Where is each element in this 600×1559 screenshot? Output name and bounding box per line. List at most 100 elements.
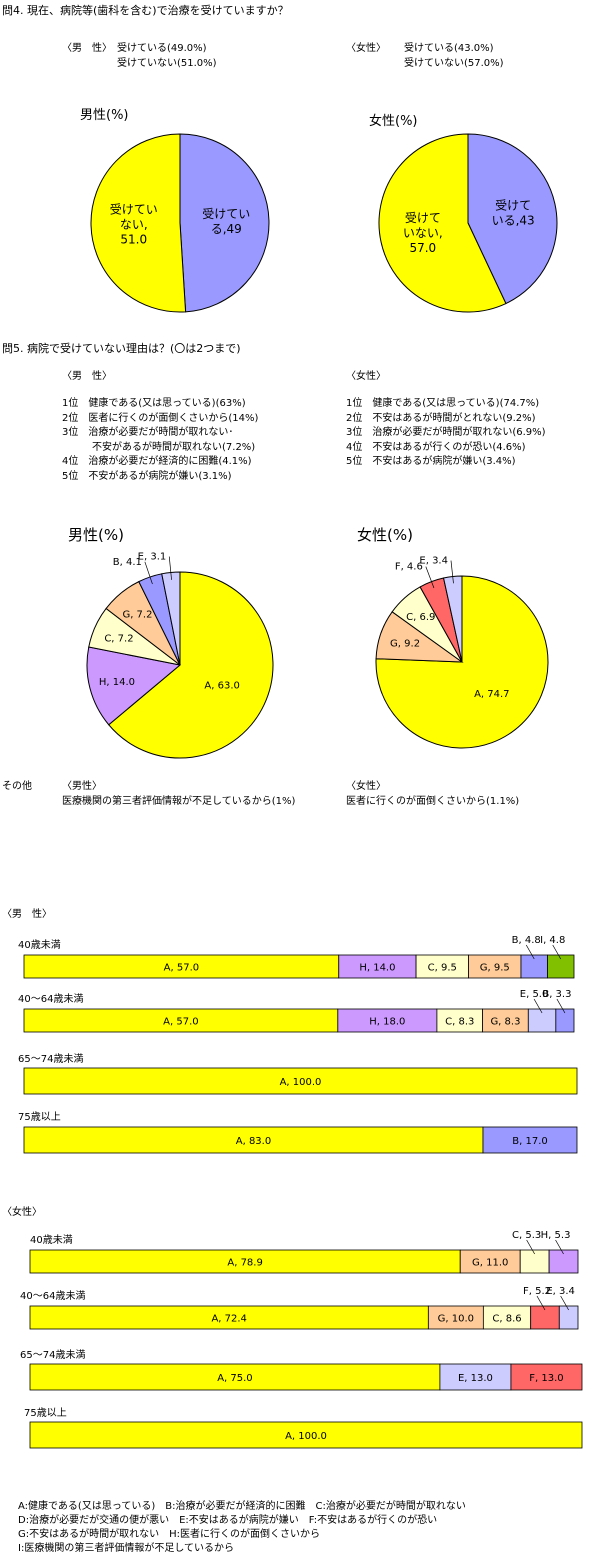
pie-slice-0 <box>179 133 270 313</box>
bar-label-G: G, 8.3 <box>490 1017 520 1028</box>
bar-row-label: 40歳未満 <box>30 1234 73 1246</box>
leader-line <box>533 998 543 1014</box>
q4-male-line: 受けていない(51.0%) <box>117 58 217 69</box>
bar-label-A: A, 83.0 <box>236 1136 271 1147</box>
pie-slice-1 <box>90 133 187 313</box>
list-item: 4位 不安はあるが行くのが恐い(4.6%) <box>346 441 526 453</box>
leader-line <box>450 560 454 584</box>
list-item: 5位 不安はあるが病院が嫌い(3.4%) <box>346 456 516 467</box>
pie-slice-H <box>86 646 182 726</box>
list-item: 2位 医者に行くのが面倒くさいから(14%) <box>62 412 259 424</box>
bar-row-label: 40歳未満 <box>18 939 61 951</box>
leader-line <box>560 1295 569 1311</box>
slice-label: 受けている,43 <box>492 198 535 227</box>
leader-line <box>536 1295 546 1311</box>
q4-female-line: 受けている(43.0%) <box>404 43 494 54</box>
pie3-title: 男性(%) <box>68 526 124 544</box>
section-male: 〈男 性〉 <box>2 909 52 920</box>
pie-slice-A <box>108 571 274 759</box>
bar-row-label: 65～74歳未満 <box>18 1053 83 1065</box>
slice-label-E: E, 3.1 <box>138 552 167 563</box>
slice-label-G: G, 9.2 <box>390 638 420 649</box>
other-male-text: 医療機関の第三者評価情報が不足しているから(1%) <box>62 796 296 807</box>
bar-segment-A <box>29 1421 583 1449</box>
bar-label-A: A, 57.0 <box>164 963 199 974</box>
slice-label-H: H, 14.0 <box>99 677 135 688</box>
bar-label-E: E, 5.0 <box>520 989 549 1000</box>
bar-label-G: G, 9.5 <box>480 963 510 974</box>
list-item: 不安があるが時間が取れない(7.2%) <box>62 441 256 453</box>
bar-label-H: H, 5.3 <box>541 1230 571 1241</box>
list-item: 3位 治療が必要だが時間が取れない･ <box>62 427 234 438</box>
slice-label: 受けている,49 <box>202 207 250 236</box>
pie2-title: 女性(%) <box>369 114 418 129</box>
slice-label-B: B, 4.1 <box>113 557 142 568</box>
leader-line <box>525 944 535 960</box>
q5-male-list: 1位 健康である(又は思っている)(63%) 2位 医者に行くのが面倒くさいから… <box>62 397 258 484</box>
bar-segment-F <box>510 1363 583 1391</box>
leader-line <box>526 1239 535 1255</box>
bar-label-B: B, 3.3 <box>542 989 571 1000</box>
bar-label-E: E, 3.4 <box>546 1286 575 1297</box>
bar-segment-A <box>23 1067 578 1095</box>
leader-line <box>425 566 435 589</box>
list-item: 2位 不安はあるが時間がとれない(9.2%) <box>346 412 536 424</box>
section-female: 〈女性〉 <box>2 1207 42 1218</box>
bar-label-F: F, 5.2 <box>523 1286 551 1297</box>
other-label: その他 <box>2 781 32 792</box>
pie-chart-female-q4: 受けている,43 受けていない,57.0 <box>378 133 558 313</box>
bar-segment-I <box>547 954 575 979</box>
q5-male-tag: 〈男 性〉 <box>62 371 112 382</box>
bar-row-label: 40～64歳未満 <box>18 993 83 1005</box>
bar-segment-B <box>482 1126 578 1154</box>
list-item: 5位 不安があるが病院が嫌い(3.1%) <box>62 470 232 482</box>
bar-label-A: A, 72.4 <box>211 1314 246 1325</box>
pie1-title: 男性(%) <box>80 108 129 123</box>
bar-row-label: 75歳以上 <box>18 1111 61 1123</box>
legend-line: D:治療が必要だが交通の便が悪い E:不安はあるが病院が嫌い F:不安はあるが行… <box>18 1515 438 1526</box>
pie-chart-female-q5: A, 74.7G, 9.2C, 6.9F, 4.6E, 3.4 <box>375 556 549 749</box>
bar-row-label: 65～74歳未満 <box>20 1349 85 1361</box>
slice-label-C: C, 7.2 <box>104 633 133 644</box>
legend-line: G:不安はあるが時間が取れない H:医者に行くのが面倒くさいから <box>18 1529 321 1540</box>
q4-male-line: 受けている(49.0%) <box>117 43 207 54</box>
slice-label-A: A, 63.0 <box>204 681 239 692</box>
bar-label-C: C, 9.5 <box>428 963 457 974</box>
leader-line <box>556 998 566 1014</box>
list-item: 1位 健康である(又は思っている)(74.7%) <box>346 398 540 409</box>
q5-title: 問5. 病院で受けていない理由は？(〇は2つまで) <box>2 342 241 355</box>
q5-female-tag: 〈女性〉 <box>346 371 386 382</box>
bar-label-E: E, 13.0 <box>458 1373 493 1384</box>
bar-label-F: F, 13.0 <box>529 1373 563 1384</box>
pie-slice-0 <box>467 133 558 305</box>
leader-line <box>144 561 153 585</box>
other-female-text: 医者に行くのが面倒くさいから(1.1%) <box>346 796 520 807</box>
slice-label: 受けていない,57.0 <box>403 211 443 255</box>
slice-label-C: C, 6.9 <box>406 612 435 623</box>
bar-label-C: C, 5.3 <box>512 1230 541 1241</box>
bar-label-A: A, 78.9 <box>227 1258 262 1269</box>
slice-label-F: F, 4.6 <box>395 562 423 573</box>
bar-segment-E <box>439 1363 512 1391</box>
bar-row-label: 75歳以上 <box>24 1407 67 1419</box>
q5-pie-charts: A, 63.0H, 14.0C, 7.2G, 7.2B, 4.1E, 3.1 A… <box>86 552 549 759</box>
bar-label-G: G, 11.0 <box>472 1258 508 1269</box>
bar-row-label: 40～64歳未満 <box>20 1290 85 1302</box>
leader-line <box>168 556 172 580</box>
legend-line: A:健康である(又は思っている) B:治療が必要だが経済的に困難 C:治療が必要… <box>18 1501 466 1512</box>
bar-segment-H <box>548 1249 579 1274</box>
q5-female-list: 1位 健康である(又は思っている)(74.7%) 2位 不安はあるが時間がとれな… <box>346 397 546 470</box>
bar-label-H: H, 14.0 <box>359 963 395 974</box>
slice-label-A: A, 74.7 <box>474 689 509 700</box>
q4-title: 問4. 現在、病院等(歯科を含む)で治療を受けていますか？ <box>2 4 289 17</box>
bar-label-G: G, 10.0 <box>438 1314 474 1325</box>
leader-line <box>552 944 562 960</box>
bar-segment-E <box>558 1305 579 1330</box>
pie-chart-male-q5: A, 63.0H, 14.0C, 7.2G, 7.2B, 4.1E, 3.1 <box>86 552 274 759</box>
q4-male-tag: 〈男 性〉 <box>62 43 112 54</box>
leader-line <box>555 1239 564 1255</box>
